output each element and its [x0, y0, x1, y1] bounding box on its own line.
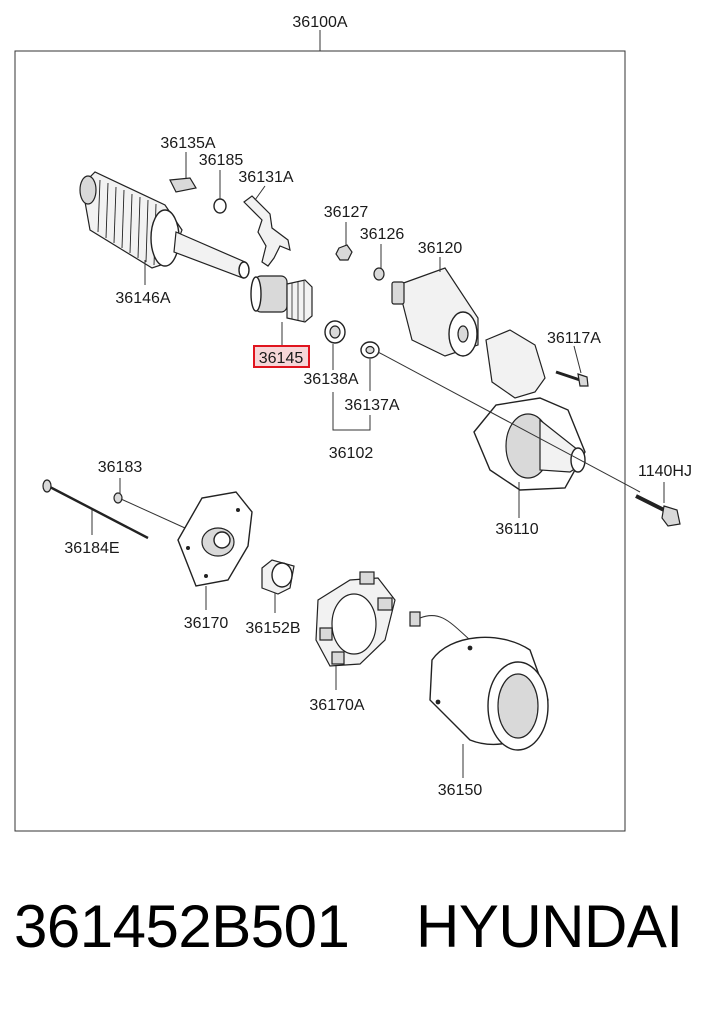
brand-name: HYUNDAI	[416, 893, 683, 960]
part-label-36135A: 36135A	[160, 135, 215, 152]
part-label-36138A: 36138A	[303, 371, 358, 388]
part-label-36170A: 36170A	[309, 697, 364, 714]
through-bolt-part[interactable]	[42, 479, 149, 540]
armature-part[interactable]	[79, 171, 250, 279]
part-label-36145: 36145	[259, 350, 304, 367]
part-label-36183: 36183	[98, 459, 143, 476]
snap-ring-part[interactable]	[360, 341, 380, 359]
mounting-bolt-part[interactable]	[635, 494, 681, 527]
yoke-part[interactable]	[409, 611, 549, 751]
nut-part[interactable]	[335, 244, 353, 261]
o-ring-part[interactable]	[213, 198, 227, 214]
part-label-36110: 36110	[495, 521, 538, 538]
part-label-36150: 36150	[438, 782, 483, 799]
part-label-1140HJ: 1140HJ	[638, 463, 692, 480]
part-label-36120: 36120	[418, 240, 463, 257]
exploded-parts-diagram: 36100A 36146A 36135A 36185 36131A	[14, 14, 692, 832]
part-label-36126: 36126	[360, 226, 405, 243]
bearing-part[interactable]	[261, 559, 295, 595]
brush-part[interactable]	[169, 177, 197, 193]
part-label-36117A: 36117A	[547, 330, 601, 347]
part-label-36184E: 36184E	[64, 540, 119, 557]
part-label-36102: 36102	[329, 445, 374, 462]
highlight-box	[253, 345, 310, 368]
bolt-part[interactable]	[555, 370, 589, 387]
part-label-36131A: 36131A	[238, 169, 293, 186]
part-label-36137A: 36137A	[344, 397, 399, 414]
brush-holder-part[interactable]	[315, 571, 396, 667]
part-label-36152B: 36152B	[245, 620, 300, 637]
part-label-36146A: 36146A	[115, 290, 170, 307]
rear-bracket-part[interactable]	[177, 491, 253, 587]
front-housing-part[interactable]	[473, 329, 586, 491]
assembly-label: 36100A	[292, 14, 347, 31]
part-caption: 361452B501 HYUNDAI	[0, 892, 708, 982]
part-number: 361452B501	[14, 893, 350, 960]
overrunning-clutch-part[interactable]	[250, 275, 313, 323]
solenoid-part[interactable]	[391, 267, 479, 357]
part-label-36170: 36170	[184, 615, 229, 632]
lock-washer-part[interactable]	[373, 267, 385, 281]
screw-part[interactable]	[113, 492, 186, 529]
part-label-36127: 36127	[324, 204, 369, 221]
shift-lever-part[interactable]	[243, 195, 291, 267]
part-label-36185: 36185	[199, 152, 244, 169]
stop-ring-part[interactable]	[324, 320, 346, 344]
